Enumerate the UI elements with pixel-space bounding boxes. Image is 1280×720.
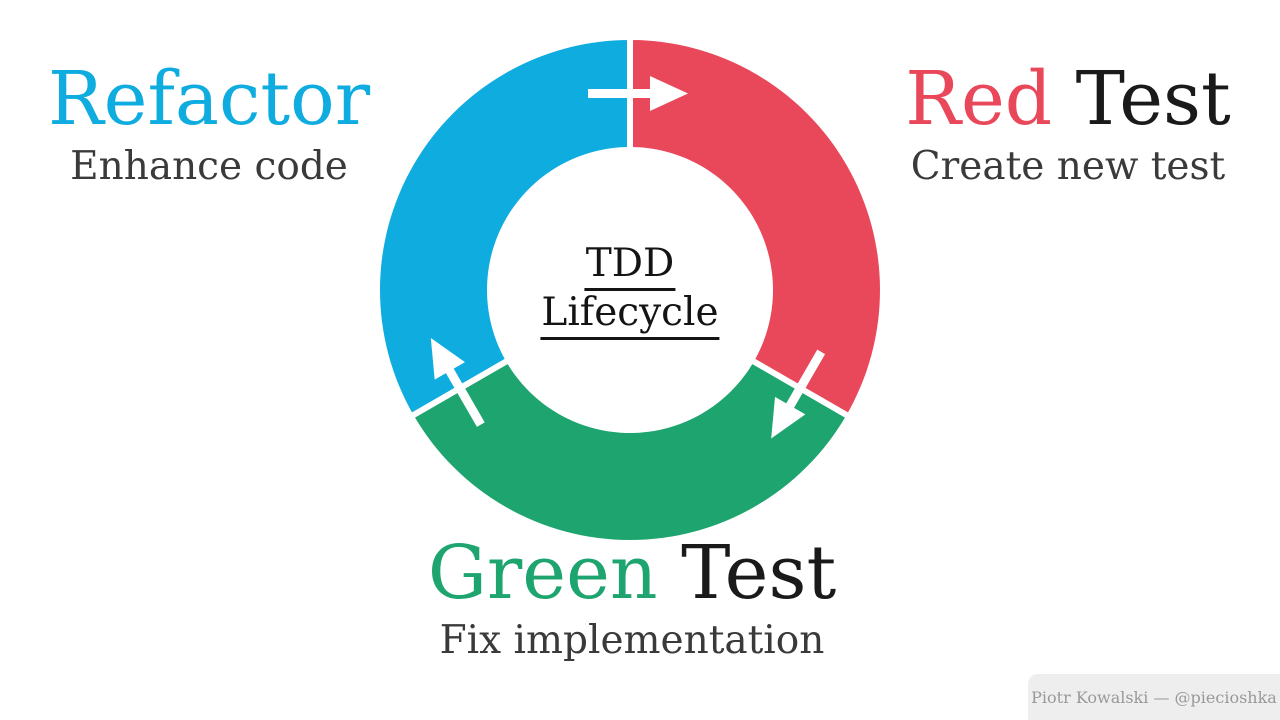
green-test-title: Green Test: [428, 534, 836, 612]
center-title-line2: Lifecycle: [540, 293, 720, 340]
red-test-subtitle: Create new test: [910, 144, 1226, 190]
center-title-line1-wrap: TDD: [540, 244, 719, 291]
green-test-subtitle: Fix implementation: [439, 618, 825, 664]
donut-segment-red-test: [630, 40, 880, 415]
green-test-title-colored: Green: [427, 530, 658, 616]
arrow-green-to-refactor-shaft: [443, 365, 485, 427]
label-green-test: Green Test Fix implementation: [428, 534, 836, 664]
arrow-refactor-to-red-head: [650, 76, 688, 111]
red-test-title-colored: Red: [905, 56, 1053, 142]
donut-segment-refactor: [380, 40, 630, 415]
tdd-cycle-donut-diagram: [380, 40, 880, 540]
red-test-title-rest: Test: [1052, 56, 1231, 142]
center-title-line2-wrap: Lifecycle: [540, 293, 720, 340]
arrow-green-to-refactor-head: [430, 338, 465, 380]
arrow-red-to-green-head: [771, 396, 806, 439]
arrow-red-to-green-shaft: [784, 349, 826, 412]
label-red-test: Red Test Create new test: [905, 60, 1231, 190]
refactor-title: Refactor: [48, 60, 370, 138]
donut-segment-green-test: [413, 361, 847, 540]
red-test-title: Red Test: [905, 60, 1231, 138]
credit-badge: Piotr Kowalski — @piecioshka: [1028, 674, 1280, 720]
center-title-line1: TDD: [584, 244, 676, 291]
refactor-subtitle: Enhance code: [70, 144, 348, 190]
credit-text: Piotr Kowalski — @piecioshka: [1031, 687, 1277, 707]
refactor-title-colored: Refactor: [47, 56, 371, 142]
green-test-title-rest: Test: [657, 530, 837, 616]
label-refactor: Refactor Enhance code: [48, 60, 370, 190]
donut-center-title: TDD Lifecycle: [540, 242, 720, 342]
